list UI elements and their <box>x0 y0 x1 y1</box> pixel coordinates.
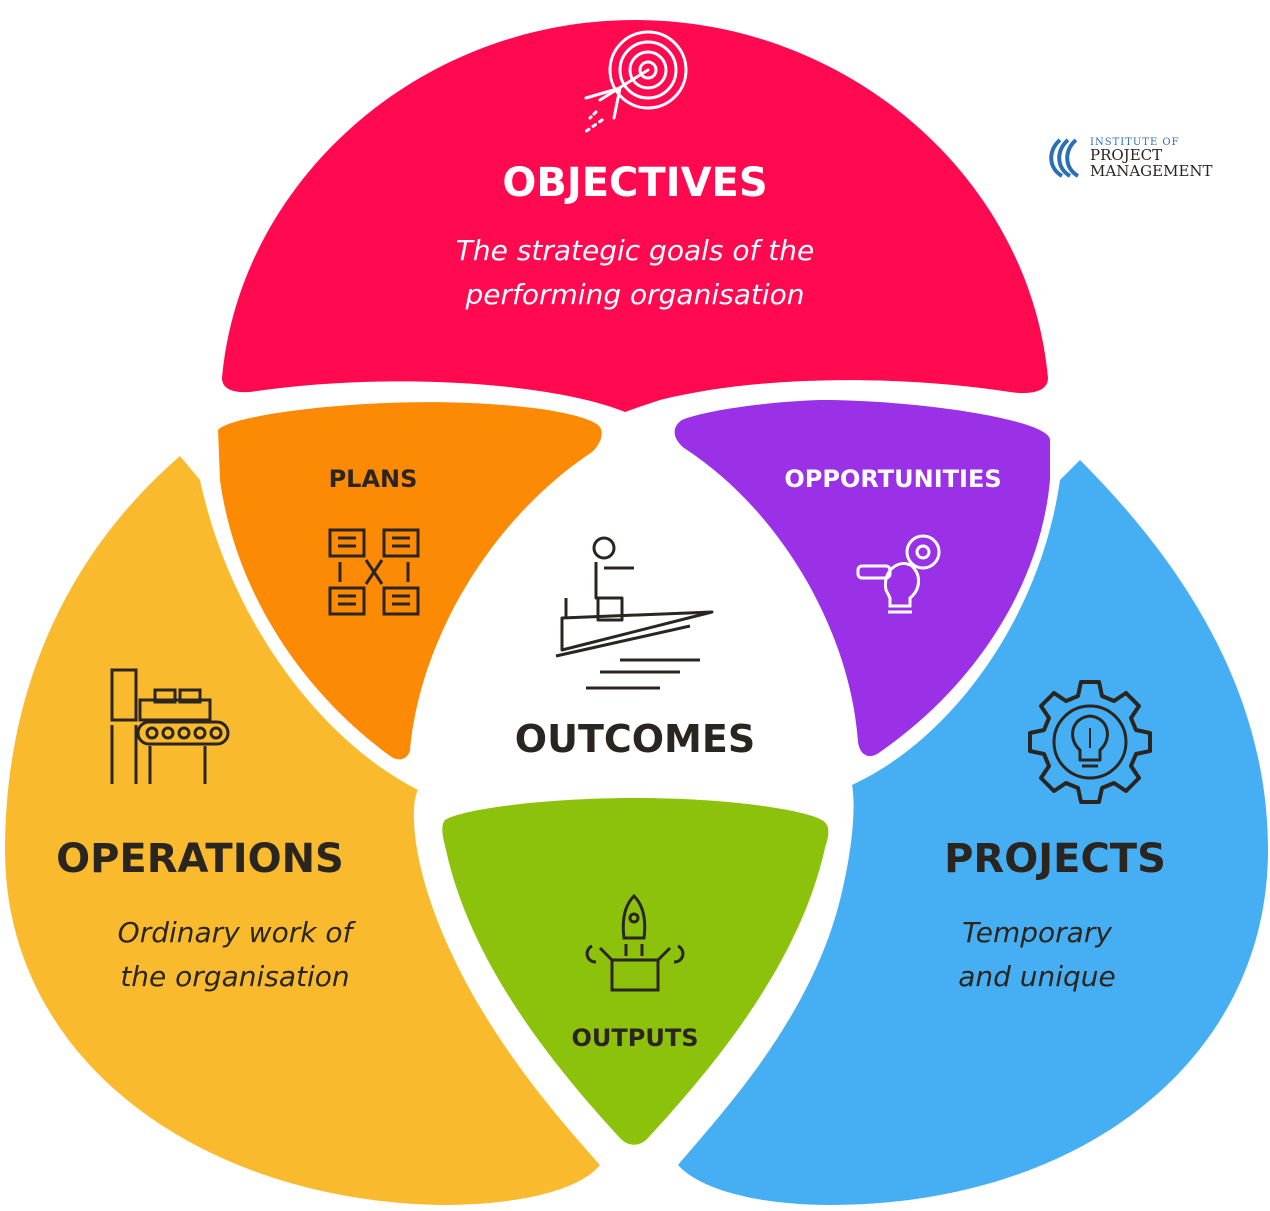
outputs-title: OUTPUTS <box>572 1024 699 1052</box>
gear-lightbulb-icon <box>1028 680 1152 804</box>
opportunities-title: OPPORTUNITIES <box>784 465 1001 493</box>
logo-line2: PROJECT <box>1090 146 1162 164</box>
projects-subtitle-line2: and unique <box>958 960 1116 993</box>
rocket-box-icon <box>585 893 685 992</box>
projects-subtitle-line1: Temporary <box>962 916 1112 949</box>
logo: INSTITUTE OF PROJECT MANAGEMENT <box>1049 137 1213 180</box>
paper-plane-rider-icon <box>555 536 714 690</box>
operations-subtitle-line2: the organisation <box>120 960 349 993</box>
objectives-title: OBJECTIVES <box>502 160 767 206</box>
outputs-segment <box>442 798 829 1145</box>
conveyor-belt-icon <box>110 668 230 784</box>
plans-segment <box>218 402 602 760</box>
operations-subtitle-line1: Ordinary work of <box>118 916 357 949</box>
operations-segment <box>5 456 600 1205</box>
logo-line1: INSTITUTE OF <box>1090 137 1180 148</box>
logo-line3: MANAGEMENT <box>1090 162 1213 180</box>
objectives-subtitle-line1: The strategic goals of the <box>456 234 814 267</box>
objectives-segment <box>222 20 1048 412</box>
outcomes-title: OUTCOMES <box>515 717 755 761</box>
projects-segment <box>678 460 1268 1205</box>
plans-title: PLANS <box>329 465 418 493</box>
idea-gear-icon <box>856 534 941 614</box>
logo-swoosh-icon <box>1049 138 1080 178</box>
document-flow-icon <box>328 528 420 616</box>
target-arrow-icon <box>583 30 688 134</box>
projects-title: PROJECTS <box>944 836 1166 882</box>
objectives-subtitle-line2: performing organisation <box>465 278 805 311</box>
operations-title: OPERATIONS <box>56 836 344 882</box>
